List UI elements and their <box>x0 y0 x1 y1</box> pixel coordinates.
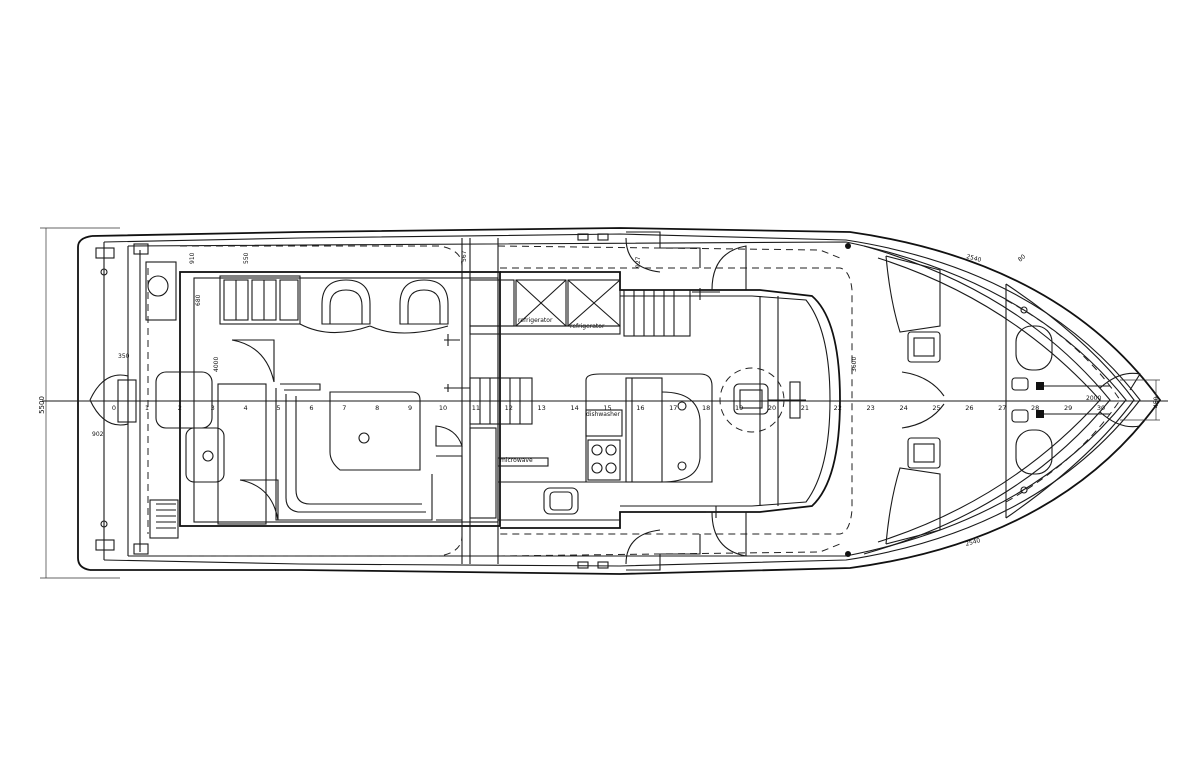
dim-80: 80 <box>1017 253 1027 263</box>
dim-902: 902 <box>92 431 104 438</box>
dim-350: 350 <box>118 353 130 360</box>
frame-number: 18 <box>702 404 710 412</box>
frame-number: 5 <box>276 404 280 412</box>
aft-cockpit <box>89 243 301 555</box>
swim-step-grill <box>156 503 176 529</box>
frame-number: 23 <box>867 404 875 412</box>
foredeck-lockers <box>885 255 945 545</box>
dim-927: 927 <box>635 256 642 268</box>
frame-number: 12 <box>505 404 513 412</box>
frame-number: 6 <box>309 404 313 412</box>
dishwasher-label: dishwasher <box>586 411 621 418</box>
saloon-chairs <box>299 279 449 334</box>
frame-number: 7 <box>342 404 346 412</box>
beam-dimension: 5500 <box>38 227 120 579</box>
cleat-aft-port <box>95 247 115 276</box>
frame-number: 29 <box>1064 404 1072 412</box>
dim-680: 680 <box>195 294 202 306</box>
dim-450: 450 <box>1153 396 1160 408</box>
frame-number: 30 <box>1097 404 1105 412</box>
frame-number: 16 <box>636 404 644 412</box>
cleat-aft-stbd <box>95 520 115 551</box>
frame-number: 22 <box>834 404 842 412</box>
frame-number: 15 <box>603 404 611 412</box>
refrigerator-label-1: refrigerator <box>518 317 553 324</box>
frame-number: 1 <box>145 404 149 412</box>
galley-lower: dishwasher microwave <box>497 373 713 521</box>
companionway-stairs <box>435 334 533 521</box>
cooktop <box>591 444 617 474</box>
fitting <box>577 233 589 241</box>
dim-2540-top: 2540 <box>965 253 982 264</box>
frame-number: 4 <box>244 404 248 412</box>
anchor-windlass <box>1011 372 1160 428</box>
galley-upper: refrigerator refrigerator <box>469 279 621 335</box>
fitting <box>597 233 609 241</box>
frame-number: 8 <box>375 404 379 412</box>
frame-number: 28 <box>1031 404 1039 412</box>
beam-dim-label: 5500 <box>38 396 46 414</box>
frame-number: 24 <box>899 404 907 412</box>
frame-number: 10 <box>439 404 447 412</box>
frame-number: 27 <box>998 404 1006 412</box>
fitting <box>597 561 609 569</box>
frame-number: 14 <box>570 404 578 412</box>
frame-number: 25 <box>932 404 940 412</box>
fitting <box>577 561 589 569</box>
fitting <box>845 551 851 557</box>
frame-number: 2 <box>178 404 182 412</box>
saloon-settee <box>275 383 433 521</box>
dim-567: 567 <box>461 250 468 262</box>
frame-number: 20 <box>768 404 776 412</box>
fitting <box>845 243 851 249</box>
dim-2000: 2000 <box>1086 395 1101 402</box>
bow-hatches <box>1005 283 1135 519</box>
frame-number: 0 <box>112 404 116 412</box>
frame-number: 21 <box>801 404 809 412</box>
frame-number: 19 <box>735 404 743 412</box>
frame-number: 26 <box>965 404 973 412</box>
frame-number: 11 <box>472 404 480 412</box>
dim-550: 550 <box>243 252 250 264</box>
dim-3600: 3600 <box>851 357 858 372</box>
frame-number: 3 <box>211 404 215 412</box>
frame-number: 13 <box>538 404 546 412</box>
dim-4000: 4000 <box>213 357 220 372</box>
dim-2540-bottom: 2540 <box>965 537 982 548</box>
microwave-label: microwave <box>500 457 533 464</box>
side-doors <box>625 231 747 571</box>
helm-station <box>719 367 806 433</box>
dim-910: 910 <box>189 252 196 264</box>
frame-number: 17 <box>669 404 677 412</box>
frame-number: 9 <box>408 404 412 412</box>
forward-stairs <box>623 288 720 337</box>
